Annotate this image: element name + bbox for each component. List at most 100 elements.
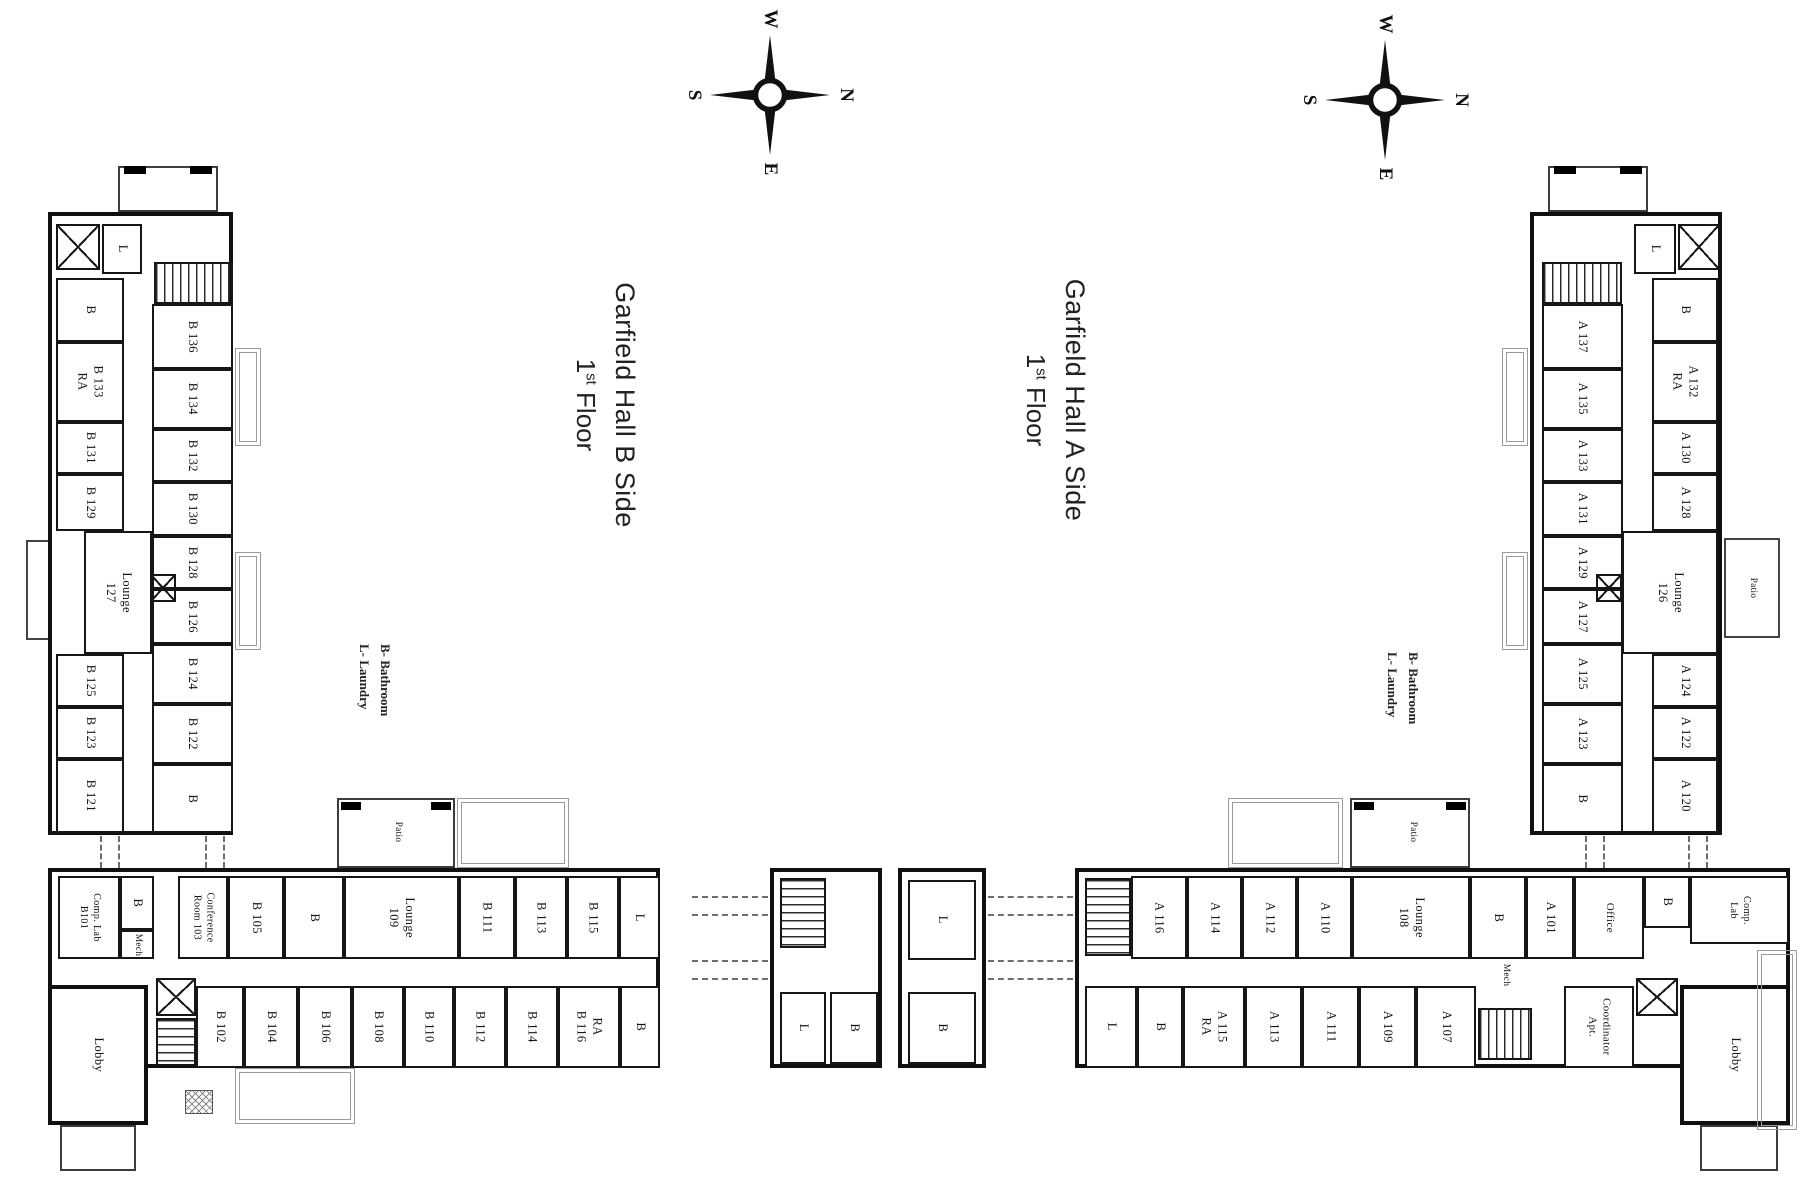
stairs-icon bbox=[156, 1018, 196, 1066]
room-b106: B 106 bbox=[298, 986, 352, 1068]
stairs-icon bbox=[1478, 1008, 1532, 1060]
room-label: A 129 bbox=[1576, 546, 1591, 579]
room-a124: A 124 bbox=[1652, 654, 1718, 707]
compass-icon bbox=[1325, 40, 1445, 160]
b-stair-tower: L B bbox=[770, 868, 882, 1068]
a-lobby: Lobby bbox=[1680, 985, 1790, 1125]
page-title-a: Garfield Hall A Side 1st Floor bbox=[1006, 235, 1090, 565]
patio-label: Patio bbox=[393, 821, 404, 843]
room-b123: B 123 bbox=[56, 707, 124, 759]
room-a114: A 114 bbox=[1187, 876, 1242, 959]
room-b132: B 132 bbox=[152, 429, 233, 482]
room-a110: A 110 bbox=[1297, 876, 1352, 959]
room-label: B bbox=[1576, 794, 1591, 803]
room-label: A 112 bbox=[1263, 901, 1278, 934]
room-label: B bbox=[186, 794, 201, 803]
covered-walkway bbox=[205, 836, 225, 868]
room-bath: B bbox=[1137, 986, 1183, 1068]
room-label: B 131 bbox=[83, 431, 98, 465]
room-label: Lounge bbox=[119, 572, 134, 613]
room-label: 108 bbox=[1397, 907, 1411, 928]
room-b114: B 114 bbox=[506, 986, 558, 1068]
room-b136: B 136 bbox=[152, 304, 233, 369]
legend-bathroom: B- Bathroom bbox=[378, 644, 393, 717]
room-b111: B 111 bbox=[459, 876, 515, 959]
covered-walkway bbox=[100, 836, 120, 868]
patio-porch: Patio bbox=[1350, 798, 1470, 868]
room-a130: A 130 bbox=[1652, 422, 1718, 474]
room-label: L bbox=[1104, 1022, 1119, 1032]
room-label: B 126 bbox=[186, 600, 201, 633]
compass-icon bbox=[710, 35, 830, 155]
compass-rose-a: W N S E bbox=[1299, 15, 1472, 185]
legend-bathroom: B- Bathroom bbox=[1406, 652, 1421, 725]
room-lobby: Lobby bbox=[52, 989, 144, 1121]
room-label: A 107 bbox=[1439, 1010, 1454, 1044]
room-a135: A 135 bbox=[1542, 369, 1623, 429]
room-label: Lounge bbox=[1412, 897, 1427, 938]
room-label: A 101 bbox=[1543, 901, 1558, 934]
room-label: 127 bbox=[104, 582, 118, 603]
room-label: A 128 bbox=[1678, 486, 1693, 519]
room-a120: A 120 bbox=[1652, 759, 1718, 833]
room-label: B 111 bbox=[480, 901, 495, 934]
room-a116: A 116 bbox=[1131, 876, 1187, 959]
room-label: Lobby bbox=[91, 1037, 106, 1073]
room-laundry: L bbox=[1085, 986, 1137, 1068]
title-line1: Garfield Hall B Side bbox=[610, 282, 640, 528]
elevator-icon bbox=[56, 224, 100, 270]
title-line2: 1st Floor bbox=[571, 358, 601, 452]
room-label: A 137 bbox=[1576, 320, 1591, 353]
elevator-icon bbox=[1678, 224, 1720, 270]
room-label: B 128 bbox=[186, 546, 201, 579]
room-label: B bbox=[130, 898, 145, 908]
title-line2: 1st Floor bbox=[1021, 353, 1051, 447]
stairs-icon bbox=[1085, 878, 1131, 956]
room-label: A 116 bbox=[1152, 901, 1167, 934]
room-label: Lobby bbox=[1728, 1037, 1743, 1073]
terrace-outline bbox=[457, 798, 569, 868]
room-label: L bbox=[115, 244, 130, 254]
terrace-outline bbox=[1502, 552, 1528, 650]
room-label: B 112 bbox=[473, 1011, 488, 1043]
room-laundry: L bbox=[908, 880, 976, 960]
entrance-porch bbox=[1700, 1125, 1778, 1171]
room-comp-lab: Comp.Lab bbox=[1690, 876, 1789, 944]
room-label: Room 103 bbox=[192, 894, 203, 941]
room-bath: B bbox=[620, 986, 660, 1068]
room-label: L bbox=[796, 1023, 811, 1033]
room-label: L bbox=[633, 913, 648, 922]
room-laundry: L bbox=[102, 224, 142, 274]
room-label: B 114 bbox=[525, 1011, 540, 1043]
room-label: L bbox=[1648, 244, 1663, 254]
covered-walkway bbox=[692, 960, 768, 980]
terrace-outline bbox=[235, 552, 261, 650]
room-label: B bbox=[1491, 913, 1506, 922]
compass-letter-north: N bbox=[1451, 93, 1472, 107]
room-b121: B 121 bbox=[56, 759, 124, 833]
room-b105: B 105 bbox=[228, 876, 284, 959]
room-bath: B bbox=[284, 876, 344, 959]
room-b102: B 102 bbox=[196, 986, 244, 1068]
room-label: B 133 bbox=[91, 365, 106, 399]
patio-label: Patio bbox=[1747, 577, 1758, 599]
room-a111: A 111 bbox=[1302, 986, 1359, 1068]
room-label: A 115 bbox=[1215, 1011, 1230, 1043]
room-label: B 106 bbox=[318, 1010, 333, 1044]
title-line1: Garfield Hall A Side bbox=[1060, 278, 1090, 522]
entrance-porch bbox=[60, 1125, 136, 1171]
terrace-outline bbox=[235, 348, 261, 446]
elevator-icon bbox=[156, 978, 196, 1016]
room-b124: B 124 bbox=[152, 644, 233, 704]
terrace-outline bbox=[1228, 798, 1343, 868]
room-a113: A 113 bbox=[1245, 986, 1302, 1068]
room-label: Comp. bbox=[1740, 895, 1752, 925]
